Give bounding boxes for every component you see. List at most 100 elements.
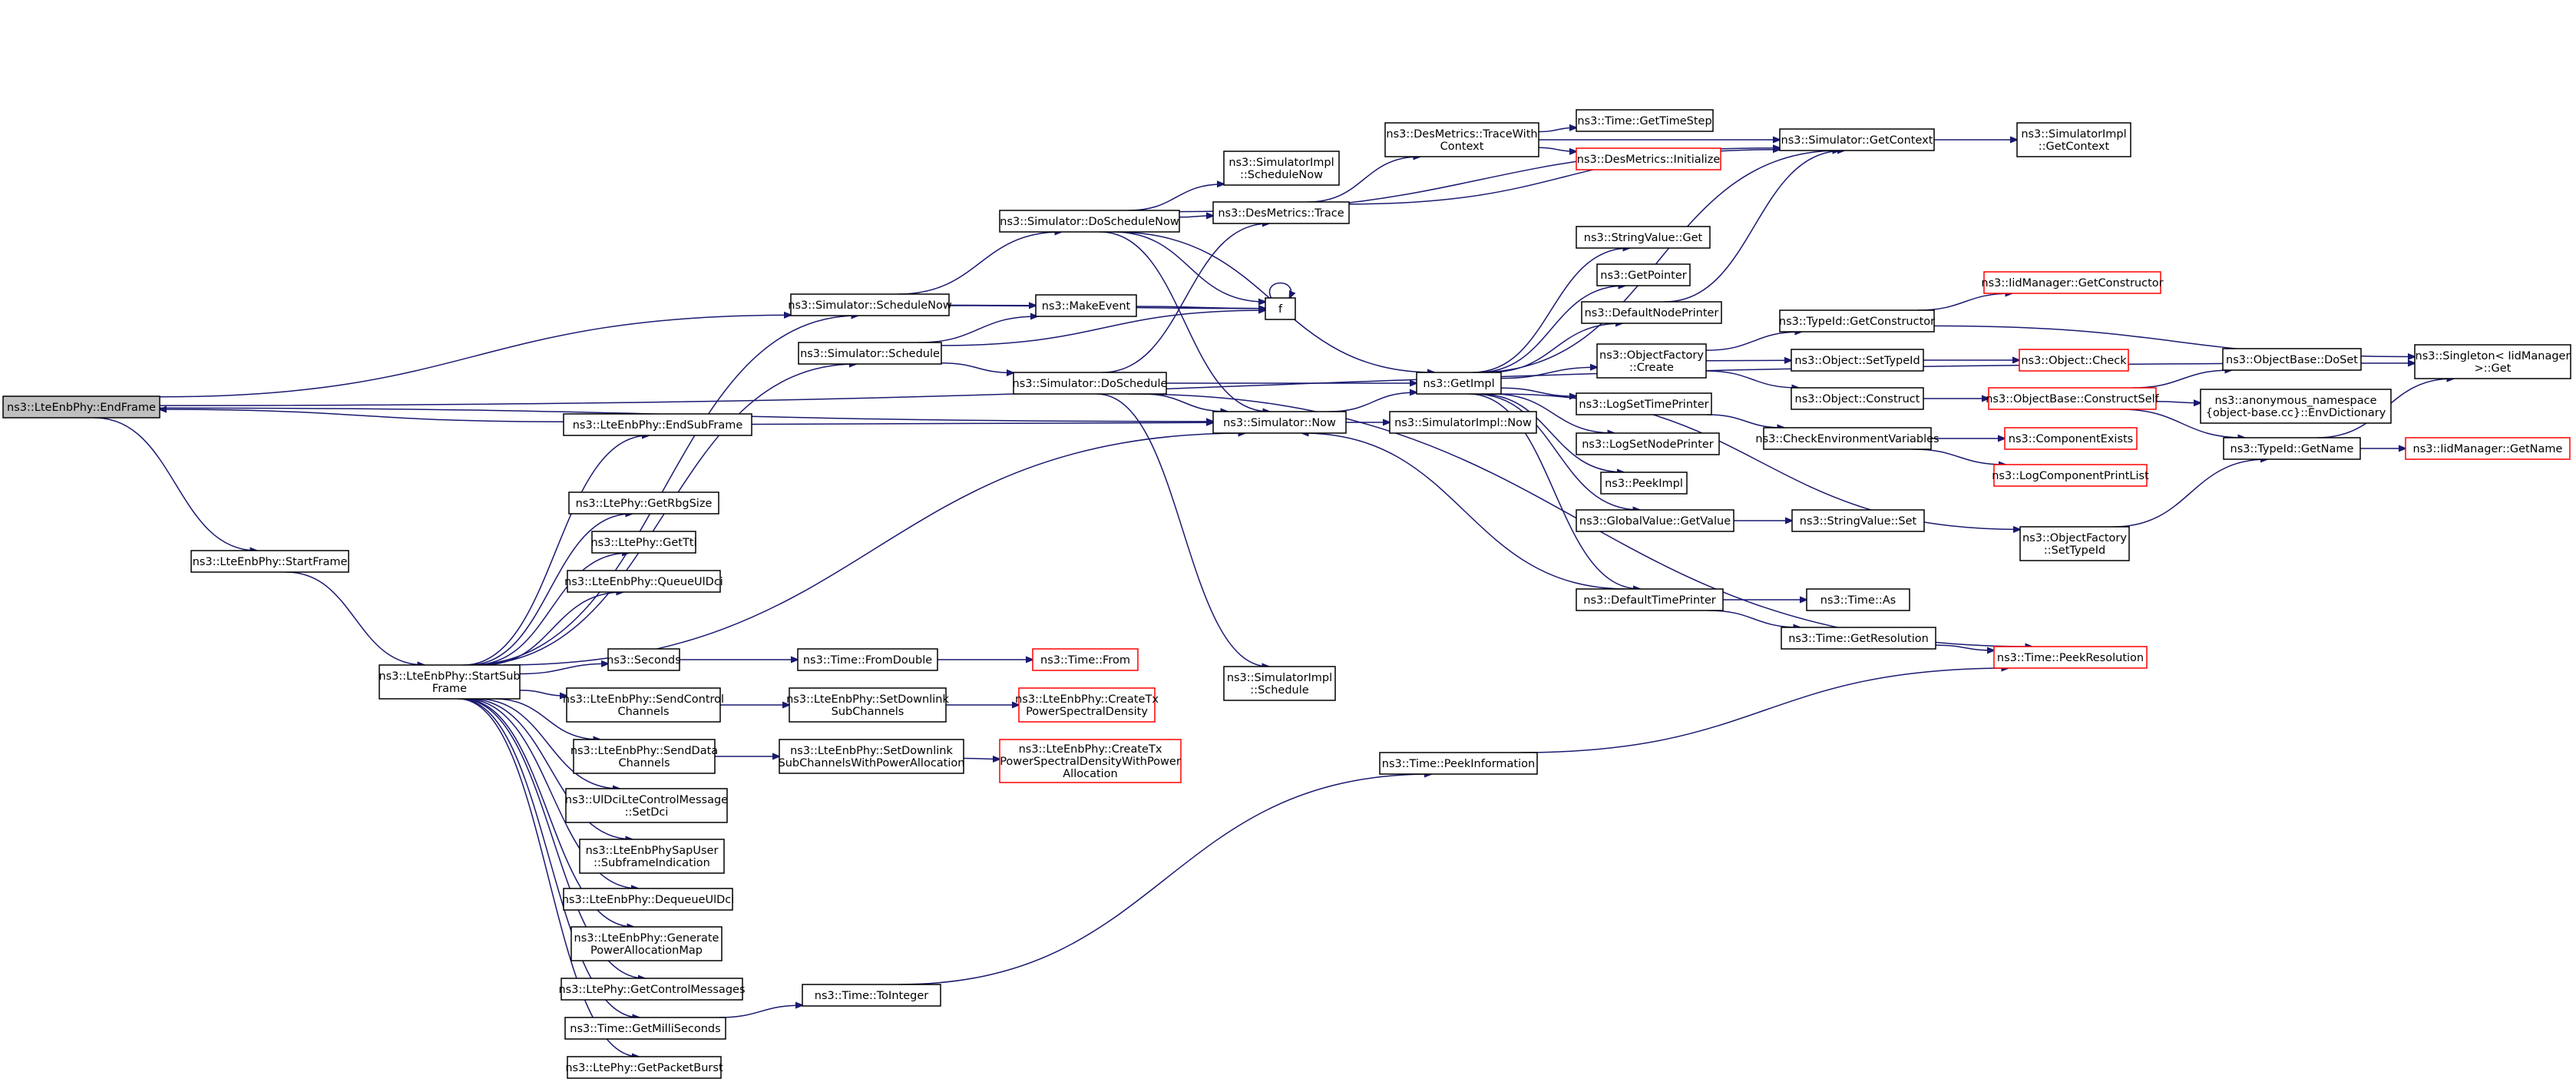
- node-f[interactable]: f: [1265, 297, 1296, 320]
- node-box: [563, 413, 752, 436]
- node-singleton_get[interactable]: ns3::Singleton< IidManager >::Get: [2414, 344, 2571, 379]
- node-simimpl_now[interactable]: ns3::SimulatorImpl::Now: [1389, 411, 1537, 434]
- node-desmetrics_trace[interactable]: ns3::DesMetrics::Trace: [1212, 201, 1350, 224]
- node-label: ns3::Time::As: [1820, 594, 1896, 607]
- node-box: [2, 395, 160, 419]
- node-componentexists[interactable]: ns3::ComponentExists: [2004, 427, 2138, 450]
- node-getpointer[interactable]: ns3::GetPointer: [1596, 263, 1691, 286]
- node-getrbgsize[interactable]: ns3::LtePhy::GetRbgSize: [568, 491, 719, 515]
- node-label: ns3::PeekImpl: [1605, 478, 1683, 490]
- node-seconds[interactable]: ns3::Seconds: [607, 648, 681, 671]
- node-label: ns3::Time::FromDouble: [803, 654, 932, 667]
- node-logsettimeprinter[interactable]: ns3::LogSetTimePrinter: [1576, 392, 1712, 415]
- node-getimpl[interactable]: ns3::GetImpl: [1416, 372, 1502, 395]
- node-endsubframe[interactable]: ns3::LteEnbPhy::EndSubFrame: [563, 413, 752, 436]
- node-time_getresolution[interactable]: ns3::Time::GetResolution: [1781, 627, 1936, 650]
- node-generatepam[interactable]: ns3::LteEnbPhy::GeneratePowerAllocationM…: [570, 926, 723, 961]
- call-edge-getimpl-to-getcontext: [1476, 151, 1840, 373]
- node-stringvalue_get[interactable]: ns3::StringValue::Get: [1576, 226, 1711, 249]
- node-envdictionary[interactable]: ns3::anonymous_namespace{object-base.cc}…: [2200, 389, 2392, 424]
- node-label: ns3::Singleton< IidManager: [2416, 350, 2571, 362]
- node-box: [1416, 372, 1502, 395]
- call-edge-startsubframe-to-dequeueuldci: [465, 698, 639, 888]
- call-edge-startsubframe-to-endsubframe: [463, 435, 649, 666]
- node-simimpl_schedulenow[interactable]: ns3::SimulatorImpl::ScheduleNow: [1223, 151, 1340, 186]
- node-setdownlinkpa[interactable]: ns3::LteEnbPhy::SetDownlinkSubChannelsWi…: [779, 739, 965, 774]
- node-box: [1781, 627, 1936, 650]
- node-typeid_getconstructor[interactable]: ns3::TypeId::GetConstructor: [1779, 309, 1935, 333]
- node-getttl[interactable]: ns3::LtePhy::GetTti: [590, 531, 697, 554]
- node-label: PowerSpectralDensity: [1026, 706, 1148, 718]
- node-createtxpsdpa[interactable]: ns3::LteEnbPhy::CreateTxPowerSpectralDen…: [999, 739, 1182, 783]
- node-typeid_getname[interactable]: ns3::TypeId::GetName: [2223, 437, 2361, 460]
- node-simimpl_getcontext[interactable]: ns3::SimulatorImpl::GetContext: [2016, 122, 2131, 157]
- node-logcomponentprintlist[interactable]: ns3::LogComponentPrintList: [1992, 464, 2149, 487]
- node-desmetrics_init[interactable]: ns3::DesMetrics::Initialize: [1576, 147, 1721, 170]
- node-box: [2016, 122, 2131, 157]
- node-objectfactory_settypeid[interactable]: ns3::ObjectFactory::SetTypeId: [2019, 526, 2130, 561]
- node-makeevent[interactable]: ns3::MakeEvent: [1035, 294, 1137, 317]
- node-label: ns3::LogComponentPrintList: [1992, 470, 2149, 482]
- node-checkenvvars[interactable]: ns3::CheckEnvironmentVariables: [1755, 427, 1939, 450]
- node-gettimestep[interactable]: ns3::Time::GetTimeStep: [1576, 109, 1714, 132]
- node-createtxpsd[interactable]: ns3::LteEnbPhy::CreateTxPowerSpectralDen…: [1015, 687, 1159, 723]
- node-endframe[interactable]: ns3::LteEnbPhy::EndFrame: [2, 395, 160, 419]
- node-schedule[interactable]: ns3::Simulator::Schedule: [798, 342, 942, 365]
- node-uldci_setdci[interactable]: ns3::UlDciLteControlMessage::SetDci: [565, 788, 728, 823]
- call-edge-schedulenow-to-doschedulenow: [898, 232, 1062, 295]
- node-objectbase_doset[interactable]: ns3::ObjectBase::DoSet: [2222, 348, 2362, 371]
- node-box: [1018, 687, 1156, 723]
- node-label: ns3::LteEnbPhy::SetDownlink: [786, 693, 949, 706]
- node-globalvalue_getvalue[interactable]: ns3::GlobalValue::GetValue: [1576, 509, 1734, 532]
- node-iidmanager_getname[interactable]: ns3::IidManager::GetName: [2405, 437, 2571, 460]
- node-object_settypeid[interactable]: ns3::Object::SetTypeId: [1791, 349, 1924, 372]
- node-box: [1596, 343, 1707, 379]
- node-defaultnodeprinter[interactable]: ns3::DefaultNodePrinter: [1581, 301, 1722, 324]
- node-doschedule[interactable]: ns3::Simulator::DoSchedule: [1013, 372, 1168, 395]
- node-box: [798, 342, 942, 365]
- node-time_fromdouble[interactable]: ns3::Time::FromDouble: [797, 648, 938, 671]
- node-iidmanager_getconstructor[interactable]: ns3::IidManager::GetConstructor: [1981, 271, 2164, 294]
- node-box: [1212, 411, 1347, 434]
- node-objectbase_constructself[interactable]: ns3::ObjectBase::ConstructSelf: [1986, 387, 2160, 410]
- node-time_from[interactable]: ns3::Time::From: [1032, 648, 1139, 671]
- node-queueuldci[interactable]: ns3::LteEnbPhy::QueueUlDci: [564, 570, 723, 593]
- call-edge-checkenvvars-to-logcomponentprintlist: [1912, 448, 2006, 465]
- node-defaulttimeprinter[interactable]: ns3::DefaultTimePrinter: [1576, 588, 1724, 611]
- node-stringvalue_set[interactable]: ns3::StringValue::Set: [1791, 509, 1925, 532]
- node-label: ::SubframeIndication: [594, 857, 710, 869]
- node-objectfactory_create[interactable]: ns3::ObjectFactory::Create: [1596, 343, 1707, 379]
- node-label: ns3::ObjectFactory: [2022, 532, 2127, 544]
- node-label: ns3::DesMetrics::Initialize: [1577, 154, 1721, 166]
- node-label: ns3::Time::GetTimeStep: [1577, 115, 1711, 127]
- call-edge-startframe-to-startsubframe: [286, 571, 424, 665]
- call-edge-startsubframe-to-generatepam: [461, 698, 634, 927]
- node-object_check[interactable]: ns3::Object::Check: [2019, 349, 2129, 372]
- node-peekimpl[interactable]: ns3::PeekImpl: [1600, 472, 1688, 495]
- call-edge-startsubframe-to-schedule: [471, 364, 857, 666]
- node-time_as[interactable]: ns3::Time::As: [1806, 588, 1910, 611]
- node-getcontext[interactable]: ns3::Simulator::GetContext: [1779, 128, 1935, 151]
- node-schedulenow[interactable]: ns3::Simulator::ScheduleNow: [788, 293, 952, 316]
- node-time_tointeger[interactable]: ns3::Time::ToInteger: [802, 984, 941, 1007]
- node-startframe[interactable]: ns3::LteEnbPhy::StartFrame: [190, 550, 349, 573]
- node-logsetnodeprinter[interactable]: ns3::LogSetNodePrinter: [1576, 432, 1720, 455]
- node-dequeueuldci[interactable]: ns3::LteEnbPhy::DequeueUlDci: [562, 888, 735, 911]
- node-time_getmilliseconds[interactable]: ns3::Time::GetMilliSeconds: [564, 1017, 726, 1040]
- node-time_peekresolution[interactable]: ns3::Time::PeekResolution: [1993, 646, 2148, 669]
- node-getpacketburst[interactable]: ns3::LtePhy::GetPacketBurst: [565, 1056, 723, 1079]
- node-simimpl_schedule[interactable]: ns3::SimulatorImpl::Schedule: [1223, 666, 1336, 701]
- node-label: ns3::Simulator::DoScheduleNow: [1000, 216, 1179, 228]
- node-time_peekinformation[interactable]: ns3::Time::PeekInformation: [1379, 752, 1538, 775]
- node-simulator_now[interactable]: ns3::Simulator::Now: [1212, 411, 1347, 434]
- node-doschedulenow[interactable]: ns3::Simulator::DoScheduleNow: [999, 210, 1180, 233]
- node-object_construct[interactable]: ns3::Object::Construct: [1791, 387, 1924, 410]
- node-subframeindication[interactable]: ns3::LteEnbPhySapUser::SubframeIndicatio…: [579, 839, 725, 874]
- node-getcontrolmessages[interactable]: ns3::LtePhy::GetControlMessages: [558, 978, 746, 1001]
- node-box: [779, 739, 964, 774]
